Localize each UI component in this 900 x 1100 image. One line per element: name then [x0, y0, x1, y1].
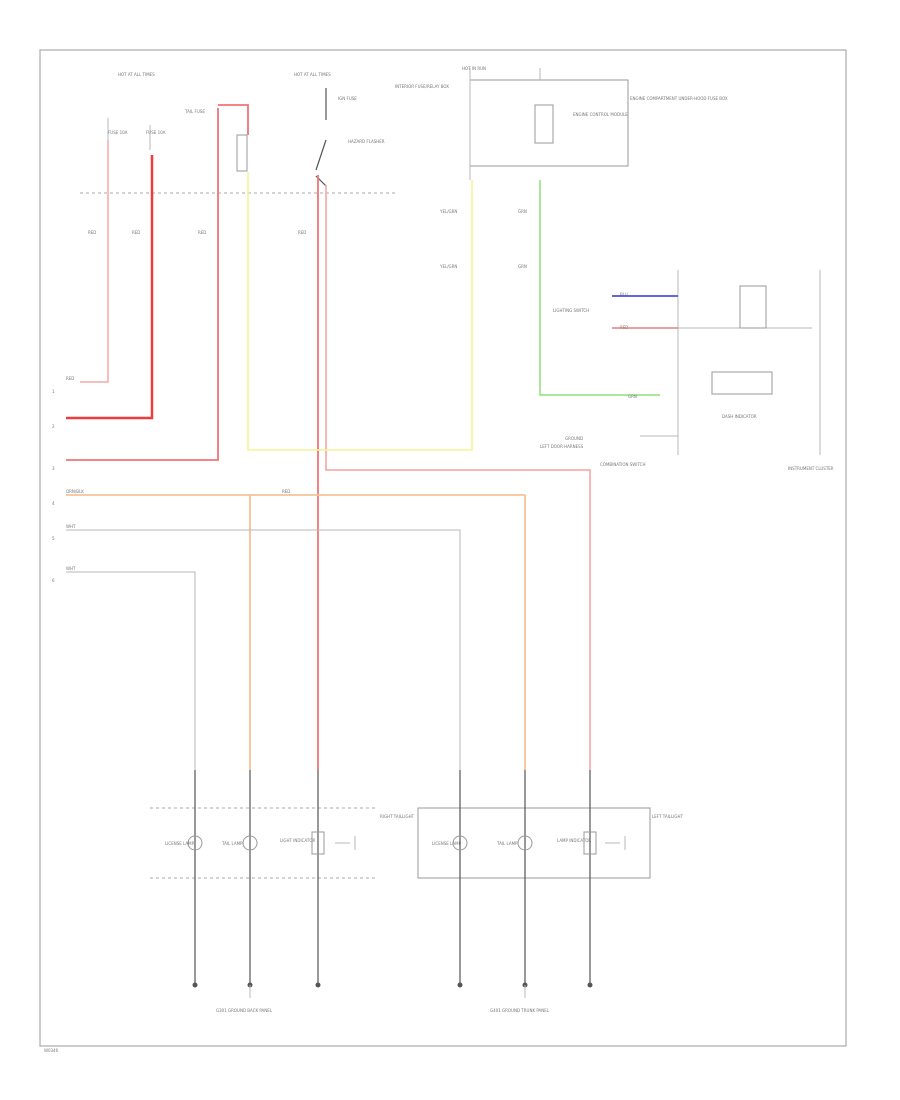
lamp-label: TAIL LAMP: [221, 841, 243, 846]
label-combo: COMBINATION SWITCH: [600, 462, 645, 467]
label-ign-fuse: IGN FUSE: [338, 96, 357, 101]
lamp-bulb: [583, 831, 597, 855]
terminal-6: 6: [52, 578, 55, 583]
wire-label: RED: [282, 489, 290, 494]
label-ground: GROUND: [565, 436, 583, 441]
terminal-3: 3: [52, 466, 55, 471]
relay-module-box: [469, 79, 629, 167]
wire-red-3: [66, 108, 219, 461]
switch-box: [739, 285, 767, 329]
wire-label: YEL/GRN: [439, 264, 457, 269]
lamp-indicator-mark: [605, 836, 626, 850]
label-module-note: ENGINE COMPARTMENT UNDER-HOOD FUSE BOX: [630, 96, 728, 101]
label-pcm: ENGINE CONTROL MODULE: [573, 112, 628, 117]
lamp-group-left: LEFT TAILLIGHT: [652, 814, 683, 819]
lamp-label: TAIL LAMP: [496, 841, 518, 846]
wire-gray-2: [66, 571, 196, 770]
label-hot-run: HOT IN RUN: [462, 66, 486, 71]
lamp-bulb: [311, 831, 325, 855]
sensor-box: [711, 371, 773, 395]
wire-label: ORN/BLK: [66, 489, 84, 494]
wire-red-6: [325, 185, 591, 770]
label-cluster: INSTRUMENT CLUSTER: [788, 466, 834, 471]
wire-label: WHT: [66, 566, 76, 571]
wire-label: GRN: [518, 264, 527, 269]
ground-label-left: G301 GROUND BACK PANEL: [216, 1008, 273, 1013]
wire-label: WHT: [66, 524, 76, 529]
lamp-label: LAMP INDICATOR: [557, 838, 591, 843]
wire-label: GRN: [628, 394, 637, 399]
wire-gray-1: [66, 529, 461, 770]
wire-red-4: [218, 104, 249, 135]
relay-inner-box: [534, 104, 554, 144]
label-fuse-a: FUSE 10A: [108, 130, 128, 135]
wire-label: BLU: [620, 292, 628, 297]
wire-label: RED: [298, 230, 306, 235]
ground-terminal: [587, 982, 593, 988]
ground-label-right: G401 GROUND TRUNK PANEL: [490, 1008, 550, 1013]
terminal-1: 1: [52, 389, 55, 394]
tail-fuse-symbol: [236, 134, 248, 172]
lamp-bulb: [517, 835, 533, 851]
label-left-harness: LEFT DOOR HARNESS: [540, 444, 584, 449]
ign-switch-blade: [315, 139, 327, 171]
terminal-5: 5: [52, 536, 55, 541]
diagram-frame: [39, 49, 847, 1047]
wire-label: YEL/GRN: [439, 209, 457, 214]
label-hot-all-times-2: HOT AT ALL TIMES: [294, 72, 331, 77]
wire-label: RED: [66, 376, 74, 381]
wire-green: [539, 180, 660, 396]
label-relay-group: INTERIOR FUSE/RELAY BOX: [395, 84, 449, 89]
wire-orange-1: [66, 494, 526, 770]
footer-code: W0346: [44, 1048, 59, 1053]
label-sensor: DASH INDICATOR: [722, 414, 757, 419]
wire-red-2: [66, 155, 154, 420]
label-fuse-b: FUSE 10A: [146, 130, 166, 135]
ground-terminal: [192, 982, 198, 988]
wire-yellow: [247, 172, 473, 451]
label-switch-group: LIGHTING SWITCH: [553, 308, 589, 313]
lamp-indicator-mark: [335, 836, 356, 850]
wire-label: RED: [198, 230, 206, 235]
wire-label: GRN: [518, 209, 527, 214]
label-flasher: HAZARD FLASHER: [348, 139, 385, 144]
lamp-label: LICENSE LAMP: [165, 841, 195, 846]
lamp-bulb: [242, 835, 258, 851]
left-lamp-box: [417, 807, 651, 879]
lamp-bulb: [452, 835, 468, 851]
terminal-4: 4: [52, 501, 55, 506]
label-hot-all-times: HOT AT ALL TIMES: [118, 72, 155, 77]
lamp-label: LIGHT INDICATOR: [280, 838, 315, 843]
wire-red-1: [80, 140, 109, 383]
wire-label: RED: [88, 230, 96, 235]
label-tail-fuse: TAIL FUSE: [184, 109, 205, 114]
lamp-group-right: RIGHT TAILLIGHT: [380, 814, 415, 819]
lamp-bulb: [187, 835, 203, 851]
ground-terminal: [457, 982, 463, 988]
lamp-label: LICENSE LAMP: [432, 841, 462, 846]
wire-label: RED: [132, 230, 140, 235]
ground-terminal: [315, 982, 321, 988]
terminal-2: 2: [52, 424, 55, 429]
